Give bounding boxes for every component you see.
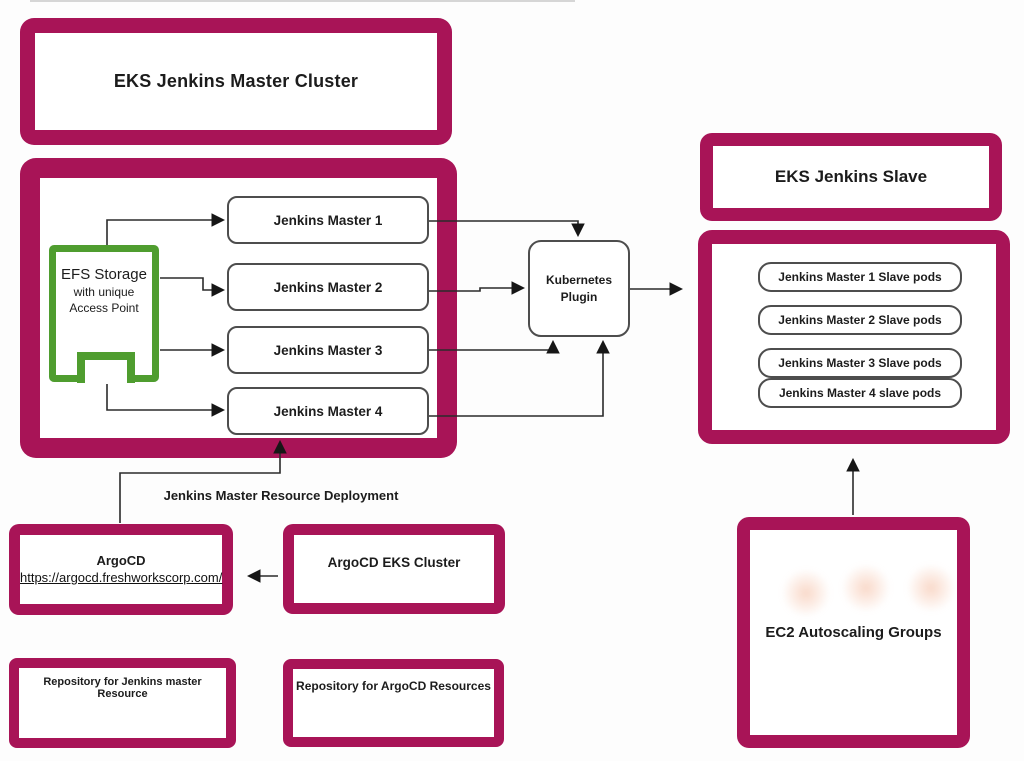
jenkins-master-2-box: Jenkins Master 2 [227, 263, 429, 311]
kubernetes-plugin-label-line1: Kubernetes [545, 272, 613, 287]
repository-argocd-label: Repository for ArgoCD Resources [296, 679, 491, 693]
jenkins-master-4-box: Jenkins Master 4 [227, 387, 429, 435]
ec2-autoscaling-box: EC2 Autoscaling Groups [737, 517, 970, 748]
slave-pods-1-label: Jenkins Master 1 Slave pods [778, 270, 942, 284]
slave-pods-2-box: Jenkins Master 2 Slave pods [758, 305, 962, 335]
efs-subtitle-1: with unique [73, 285, 135, 299]
argocd-url-link[interactable]: https://argocd.freshworkscorp.com/ [20, 570, 223, 585]
efs-bottom-notch [77, 352, 135, 383]
slave-pods-1-box: Jenkins Master 1 Slave pods [758, 262, 962, 292]
efs-title: EFS Storage [61, 266, 147, 283]
master-cluster-title: EKS Jenkins Master Cluster [113, 71, 359, 91]
jenkins-master-3-label: Jenkins Master 3 [273, 342, 383, 358]
top-hairline [30, 0, 575, 2]
slave-cluster-title: EKS Jenkins Slave [774, 167, 928, 186]
repository-jenkins-box: Repository for Jenkins master Resource [9, 658, 236, 748]
deployment-flow-label: Jenkins Master Resource Deployment [163, 488, 399, 503]
slave-pods-3-label: Jenkins Master 3 Slave pods [778, 356, 942, 370]
blurred-logo [840, 565, 892, 611]
efs-subtitle-2: Access Point [69, 301, 139, 315]
argocd-box: ArgoCD https://argocd.freshworkscorp.com… [9, 524, 233, 615]
jenkins-master-1-box: Jenkins Master 1 [227, 196, 429, 244]
jenkins-master-4-label: Jenkins Master 4 [273, 403, 383, 419]
repository-jenkins-label: Repository for Jenkins master Resource [43, 676, 202, 700]
argocd-eks-cluster-box: ArgoCD EKS Cluster [283, 524, 505, 614]
jenkins-master-2-label: Jenkins Master 2 [273, 279, 383, 295]
repository-argocd-box: Repository for ArgoCD Resources [283, 659, 504, 747]
argocd-title: ArgoCD [96, 553, 146, 568]
jenkins-master-1-label: Jenkins Master 1 [273, 212, 383, 228]
blurred-logo [780, 570, 832, 616]
ec2-autoscaling-label: EC2 Autoscaling Groups [765, 624, 942, 641]
kubernetes-plugin-label-line2: Plugin [560, 289, 598, 304]
argocd-eks-cluster-label: ArgoCD EKS Cluster [327, 555, 461, 570]
jenkins-master-3-box: Jenkins Master 3 [227, 326, 429, 374]
slave-cluster-title-box: EKS Jenkins Slave [700, 133, 1002, 221]
slave-pods-4-box: Jenkins Master 4 slave pods [758, 378, 962, 408]
kubernetes-plugin-box: Kubernetes Plugin [528, 240, 630, 337]
blurred-logo [905, 565, 957, 611]
master-cluster-title-box: EKS Jenkins Master Cluster [20, 18, 452, 145]
slave-pods-4-label: Jenkins Master 4 slave pods [778, 386, 942, 400]
slave-pods-2-label: Jenkins Master 2 Slave pods [778, 313, 942, 327]
slave-pods-3-box: Jenkins Master 3 Slave pods [758, 348, 962, 378]
